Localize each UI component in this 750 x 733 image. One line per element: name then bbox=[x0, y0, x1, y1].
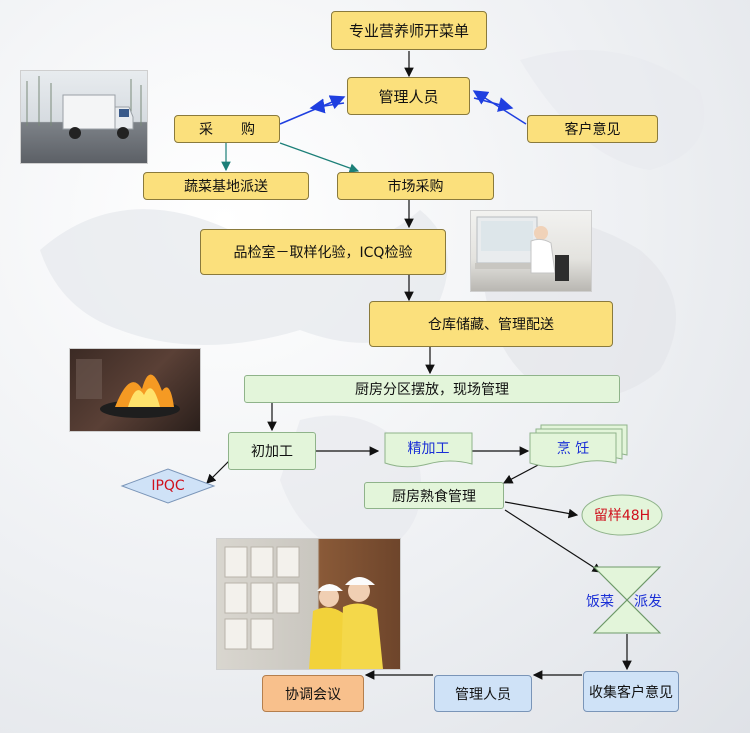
arrow-primary-to-ipqc bbox=[206, 459, 231, 484]
arrow-cooked-to-dispatch bbox=[504, 509, 603, 573]
lab-technician-photo bbox=[470, 210, 592, 292]
sample-retention-label: 留样48H bbox=[593, 508, 651, 524]
kitchen-zones-box: 厨房分区摆放，现场管理 bbox=[244, 375, 620, 403]
staff-icon bbox=[224, 546, 383, 669]
meal-dispatch-right-label: 派发 bbox=[634, 594, 662, 610]
sample-ellipse bbox=[581, 494, 663, 536]
lab-icon bbox=[475, 216, 569, 281]
arrow-purchasing-to-managers bbox=[279, 95, 346, 125]
managers-top-box: 管理人员 bbox=[347, 77, 470, 115]
primary-processing-box: 初加工 bbox=[228, 432, 316, 470]
truck-icon bbox=[26, 76, 142, 139]
fine-processing-label: 精加工 bbox=[407, 441, 450, 457]
hourglass-cross-b bbox=[593, 566, 661, 634]
ipqc-label: IPQC bbox=[151, 478, 185, 494]
arrow-cooking-to-cooked bbox=[502, 463, 541, 484]
arrow-managers-to-purchasing bbox=[309, 98, 345, 114]
purchasing-box: 采 购 bbox=[174, 115, 280, 143]
vegetable-base-box: 蔬菜基地派送 bbox=[143, 172, 309, 200]
arrow-feedback-to-managers bbox=[472, 90, 527, 125]
fine-processing-shape bbox=[384, 432, 473, 468]
cooking-shape-front bbox=[529, 432, 617, 468]
cooking-label: 烹 饪 bbox=[556, 441, 590, 457]
managers-bottom-box: 管理人员 bbox=[434, 675, 532, 712]
arrow-managers-to-feedback bbox=[473, 97, 514, 112]
quality-lab-box: 品检室－取样化验，ICQ检验 bbox=[200, 229, 446, 275]
cooked-food-box: 厨房熟食管理 bbox=[364, 482, 504, 509]
fire-icon bbox=[76, 359, 180, 418]
delivery-truck-photo bbox=[20, 70, 148, 164]
nutritionist-menu-box: 专业营养师开菜单 bbox=[331, 11, 487, 50]
warehouse-box: 仓库储藏、管理配送 bbox=[369, 301, 613, 347]
customer-feedback-box: 客户意见 bbox=[527, 115, 658, 143]
ipqc-diamond bbox=[120, 468, 216, 504]
market-purchase-box: 市场采购 bbox=[337, 172, 494, 200]
wok-fire-photo bbox=[69, 348, 201, 432]
collect-feedback-box: 收集客户意见 bbox=[583, 671, 679, 712]
arrow-purchasing-to-market bbox=[279, 142, 360, 173]
arrow-cooked-to-sample bbox=[504, 501, 579, 519]
meal-dispatch-left-label: 饭菜 bbox=[586, 594, 614, 610]
coordination-meeting-box: 协调会议 bbox=[262, 675, 364, 712]
staff-noticeboard-photo bbox=[216, 538, 401, 670]
